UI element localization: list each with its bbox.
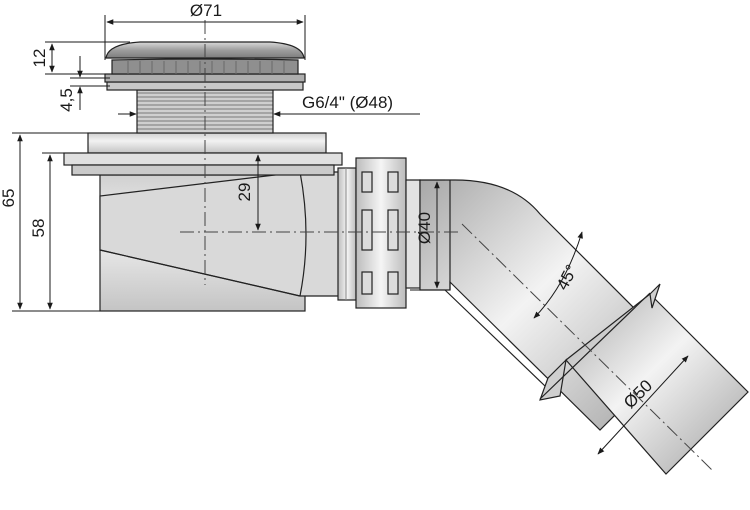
coupling-nut [337,157,421,309]
dim-cap-diameter: Ø71 [104,1,306,60]
dim-cap-diameter-label: Ø71 [190,1,222,20]
dim-nut-diameter: Ø40 [410,179,445,291]
elbow-pipe [419,179,749,475]
dim-thread-label: G6/4" (Ø48) [302,93,393,112]
dim-nut-diameter-label: Ø40 [415,212,434,244]
dim-total-height-label: 65 [0,189,18,208]
dim-flange-thickness: 4,5 [57,56,110,112]
drain-body [63,132,343,312]
body-collar [87,132,327,154]
dim-total-height: 65 [0,132,100,312]
dim-flange-thickness-label: 4,5 [57,88,76,112]
dim-axis-depth: 29 [235,154,261,231]
dim-body-height: 58 [29,152,64,310]
body-flange [63,152,343,166]
dim-body-height-label: 58 [29,219,48,238]
dim-cap-height-label: 12 [30,49,49,68]
dim-cap-height: 12 [30,41,130,75]
dim-thread: G6/4" (Ø48) [118,93,420,117]
dim-axis-depth-label: 29 [235,183,254,202]
